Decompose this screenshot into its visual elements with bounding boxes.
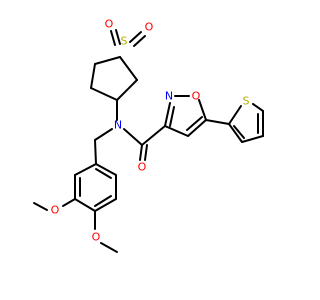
bond [62, 198, 76, 207]
bond [100, 242, 118, 253]
bond [90, 63, 96, 89]
bond [133, 35, 146, 47]
bond [94, 198, 117, 212]
bond [233, 125, 245, 139]
atom-s-sulfolane: S [121, 35, 128, 48]
bond [95, 163, 117, 176]
atom-o-sulfone-right: O [145, 21, 154, 34]
atom-labels: O S O N O N O S O O [51, 18, 250, 244]
bond [94, 195, 112, 207]
bond [116, 79, 138, 101]
bond [115, 29, 121, 45]
atom-n-amide: N [114, 119, 122, 132]
bond [164, 125, 189, 137]
bond [90, 87, 118, 101]
atom-o-isoxazole: O [192, 90, 201, 103]
atom-o-methoxy-top: O [51, 204, 60, 217]
bond [33, 202, 48, 211]
bond [95, 168, 112, 179]
atom-o-sulfone-left: O [105, 18, 114, 31]
bond [164, 102, 171, 127]
atom-o-carbonyl: O [138, 161, 147, 174]
bond [94, 56, 121, 65]
bond [119, 56, 138, 81]
molecule-structure: O S O N O N O S O O [33, 18, 264, 253]
bond [186, 116, 203, 131]
bond [169, 106, 175, 127]
bond [205, 119, 230, 125]
bond [139, 144, 143, 161]
atom-n-isoxazole: N [165, 90, 173, 103]
bond [187, 119, 207, 137]
bond [144, 144, 148, 161]
bond [228, 123, 243, 143]
atom-s-thiophene: S [243, 95, 250, 108]
bond [123, 128, 143, 146]
bond [74, 163, 97, 176]
bond [252, 103, 264, 112]
bond [228, 105, 242, 125]
bond [198, 99, 207, 121]
bond [94, 128, 113, 141]
bond [110, 30, 116, 46]
bond [141, 125, 166, 146]
bond [129, 31, 142, 43]
bond [74, 198, 96, 212]
bond [94, 139, 97, 165]
bond [241, 135, 264, 143]
bonds [33, 29, 264, 253]
atom-o-methoxy-bottom: O [92, 231, 101, 244]
